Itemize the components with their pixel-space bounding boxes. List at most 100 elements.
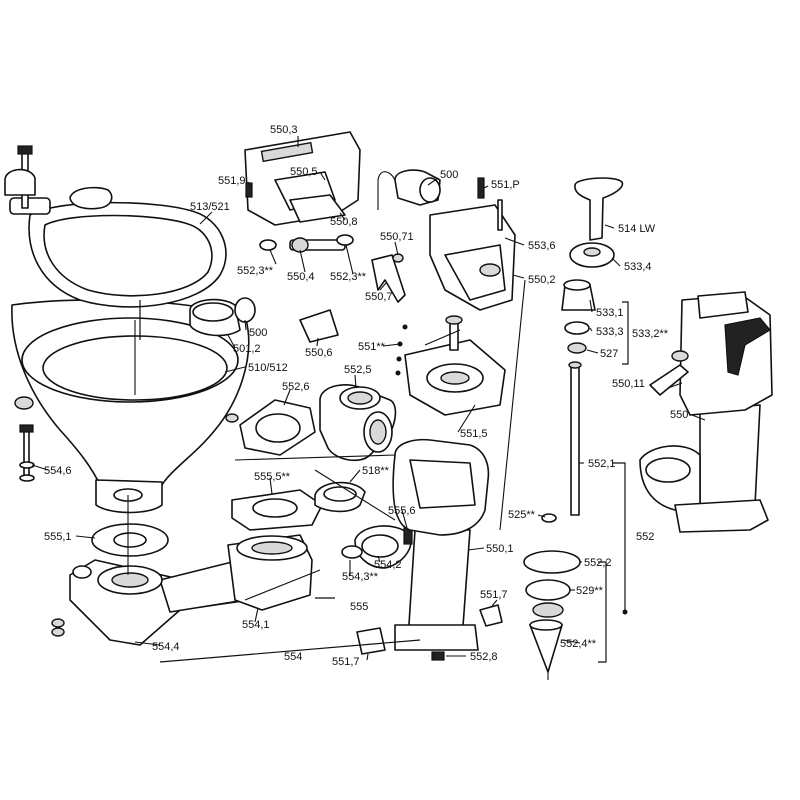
column-pin-552-8 bbox=[431, 651, 445, 661]
o-ring-533-3 bbox=[564, 321, 590, 335]
valve-518 bbox=[314, 481, 366, 513]
label-550-11: 550,11 bbox=[612, 378, 645, 390]
label-555-5: 555,5** bbox=[254, 471, 291, 483]
toilet-bowl-group bbox=[4, 145, 250, 514]
column-body bbox=[407, 529, 471, 641]
hinge-bolt-head bbox=[17, 145, 33, 155]
cone-552-4 bbox=[529, 624, 563, 673]
mount-washer-2 bbox=[19, 474, 35, 482]
label-552-6: 552,6 bbox=[282, 381, 310, 393]
base-housing-554 bbox=[51, 534, 313, 646]
column-top-recess bbox=[409, 459, 476, 509]
elbow-552-5 bbox=[319, 384, 397, 462]
bracket-533-2 bbox=[622, 301, 629, 365]
label-550-6: 550,6 bbox=[305, 347, 333, 359]
label-525: 525** bbox=[508, 509, 536, 521]
mount-washer-1 bbox=[19, 461, 35, 469]
label-533-2: 533,2** bbox=[632, 328, 669, 340]
label-533-1: 533,1 bbox=[596, 307, 624, 319]
label-514-lw: 514 LW bbox=[618, 223, 656, 235]
o-ring-552-3-b bbox=[336, 234, 354, 246]
hose-500-mid bbox=[234, 297, 256, 323]
label-513-521: 513/521 bbox=[190, 201, 230, 213]
label-551-7-b: 551,7 bbox=[332, 656, 360, 668]
brackets bbox=[139, 300, 629, 663]
label-500-mid: 500 bbox=[249, 327, 267, 339]
label-552-1: 552,1 bbox=[588, 458, 616, 470]
nut-527 bbox=[567, 342, 587, 354]
gasket-552-6 bbox=[225, 399, 316, 456]
label-501-2: 501,2 bbox=[233, 343, 261, 355]
label-554-2: 554,2 bbox=[374, 559, 402, 571]
label-500-top: 500 bbox=[440, 169, 458, 181]
pivot-pin-550-4 bbox=[259, 234, 354, 253]
pin-550-71 bbox=[392, 253, 404, 263]
bowl-side-nut bbox=[14, 396, 34, 410]
part-labels: 550,3 551,9 550,5 513/521 500 551,P 514 … bbox=[44, 124, 688, 668]
washer-525 bbox=[541, 513, 557, 523]
clip-553-6 bbox=[497, 199, 503, 231]
seat-lid-inner bbox=[43, 214, 213, 297]
label-550-4: 550,4 bbox=[287, 271, 315, 283]
label-554-6: 554,6 bbox=[44, 465, 72, 477]
label-550-3: 550,3 bbox=[270, 124, 298, 136]
label-551-5: 551,5 bbox=[460, 428, 488, 440]
bracket-plate-550-8 bbox=[289, 194, 346, 223]
bolt-551-9 bbox=[245, 182, 253, 198]
base-nut-b bbox=[51, 627, 65, 637]
label-550-1: 550,1 bbox=[486, 543, 514, 555]
label-551-9: 551,9 bbox=[218, 175, 246, 187]
label-529: 529** bbox=[576, 585, 604, 597]
knob-550-11 bbox=[649, 364, 689, 396]
label-550-7: 550,7 bbox=[365, 291, 393, 303]
o-ring-554-3 bbox=[341, 545, 363, 559]
handle-514-lw bbox=[574, 177, 624, 241]
label-550: 550 bbox=[670, 409, 688, 421]
piston-rod-552-1 bbox=[523, 177, 624, 673]
label-555-6: 555,6 bbox=[388, 505, 416, 517]
plate-551-7-a bbox=[479, 604, 503, 627]
label-552-5: 552,5 bbox=[344, 364, 372, 376]
label-551: 551** bbox=[358, 341, 386, 353]
label-554-1: 554,1 bbox=[242, 619, 270, 631]
bracket-552 bbox=[612, 462, 626, 612]
mount-bolt-head bbox=[19, 424, 34, 433]
label-527: 527 bbox=[600, 348, 618, 360]
hose-500-top bbox=[377, 169, 441, 210]
hinge-cap bbox=[4, 168, 36, 196]
seat-hinge bbox=[69, 186, 113, 210]
flange-555-1 bbox=[91, 523, 169, 557]
coupling-554-2 bbox=[341, 525, 413, 569]
label-554: 554 bbox=[284, 651, 302, 663]
clip-550-6 bbox=[299, 309, 339, 343]
label-552-8: 552,8 bbox=[470, 651, 498, 663]
hinge-bracket bbox=[9, 197, 51, 215]
handle-bracket-550-3 bbox=[244, 131, 361, 226]
bracket-552-sub bbox=[598, 561, 607, 663]
label-550-8: 550,8 bbox=[330, 216, 358, 228]
label-551-7-a: 551,7 bbox=[480, 589, 508, 601]
label-550-5: 550,5 bbox=[290, 166, 318, 178]
column-base bbox=[394, 624, 479, 651]
label-533-4: 533,4 bbox=[624, 261, 652, 273]
label-510-512: 510/512 bbox=[248, 362, 288, 374]
label-552-3-b: 552,3** bbox=[330, 271, 367, 283]
label-554-3: 554,3** bbox=[342, 571, 379, 583]
label-552-4: 552,4** bbox=[560, 638, 597, 650]
label-533-3: 533,3 bbox=[596, 326, 624, 338]
leader-lines bbox=[31, 136, 706, 680]
pump-column-550-1 bbox=[392, 315, 506, 661]
label-555-1: 555,1 bbox=[44, 531, 72, 543]
base-inlet-inner bbox=[111, 572, 149, 588]
label-554-4: 554,4 bbox=[152, 641, 180, 653]
top-chamber-553-6 bbox=[429, 177, 516, 311]
bracket-554 bbox=[159, 639, 421, 663]
disc-552-2 bbox=[523, 550, 581, 574]
piston-529 bbox=[525, 579, 571, 601]
label-552-2: 552,2 bbox=[584, 557, 612, 569]
screw-dot-3 bbox=[396, 356, 402, 362]
screw-551-p bbox=[477, 177, 485, 199]
o-ring-552-3-a bbox=[259, 239, 277, 251]
label-552: 552 bbox=[636, 531, 654, 543]
